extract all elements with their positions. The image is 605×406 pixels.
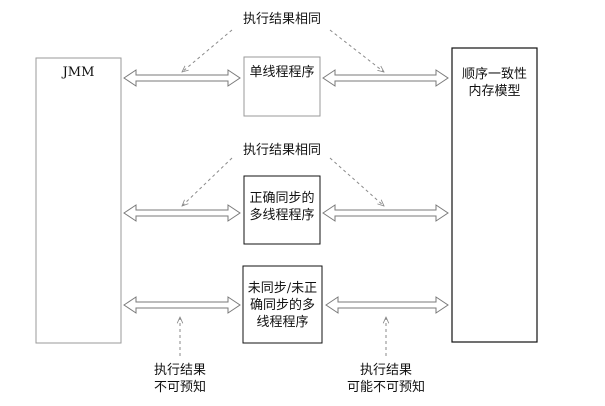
dashed-arrow-same-mid-left [182,157,233,206]
note-unpredictable-right: 执行结果 可能不可预知 [346,363,425,395]
double-arrow-single-right [322,69,449,87]
seq-consistency-label: 顺序一致性 内存模型 [461,67,527,99]
unsync-thread-label: 未同步/未正 确同步的多 线程程序 [247,281,318,330]
seq-consistency-box [451,47,538,343]
single-thread-box [243,56,321,117]
double-arrow-sync-left [123,204,241,222]
note-same-result-top: 执行结果相同 [242,12,321,27]
unsync-thread-box [242,265,323,344]
jmm-label: JMM [62,65,95,80]
jmm-box [35,57,122,344]
dashed-arrow-same-mid-right [329,157,384,206]
double-arrow-unsync-left [123,296,241,314]
sync-thread-label: 正确同步的 多线程程序 [249,191,315,223]
sync-thread-box [243,175,321,245]
single-thread-label: 单线程程序 [249,65,315,80]
double-arrow-single-left [123,69,241,87]
note-same-result-mid: 执行结果相同 [242,143,321,158]
dashed-arrow-same-top-left [182,29,233,72]
dashed-arrow-same-top-right [329,29,384,72]
double-arrow-sync-right [322,204,449,222]
double-arrow-unsync-right [325,296,449,314]
note-unpredictable-left: 执行结果 不可预知 [153,363,206,395]
